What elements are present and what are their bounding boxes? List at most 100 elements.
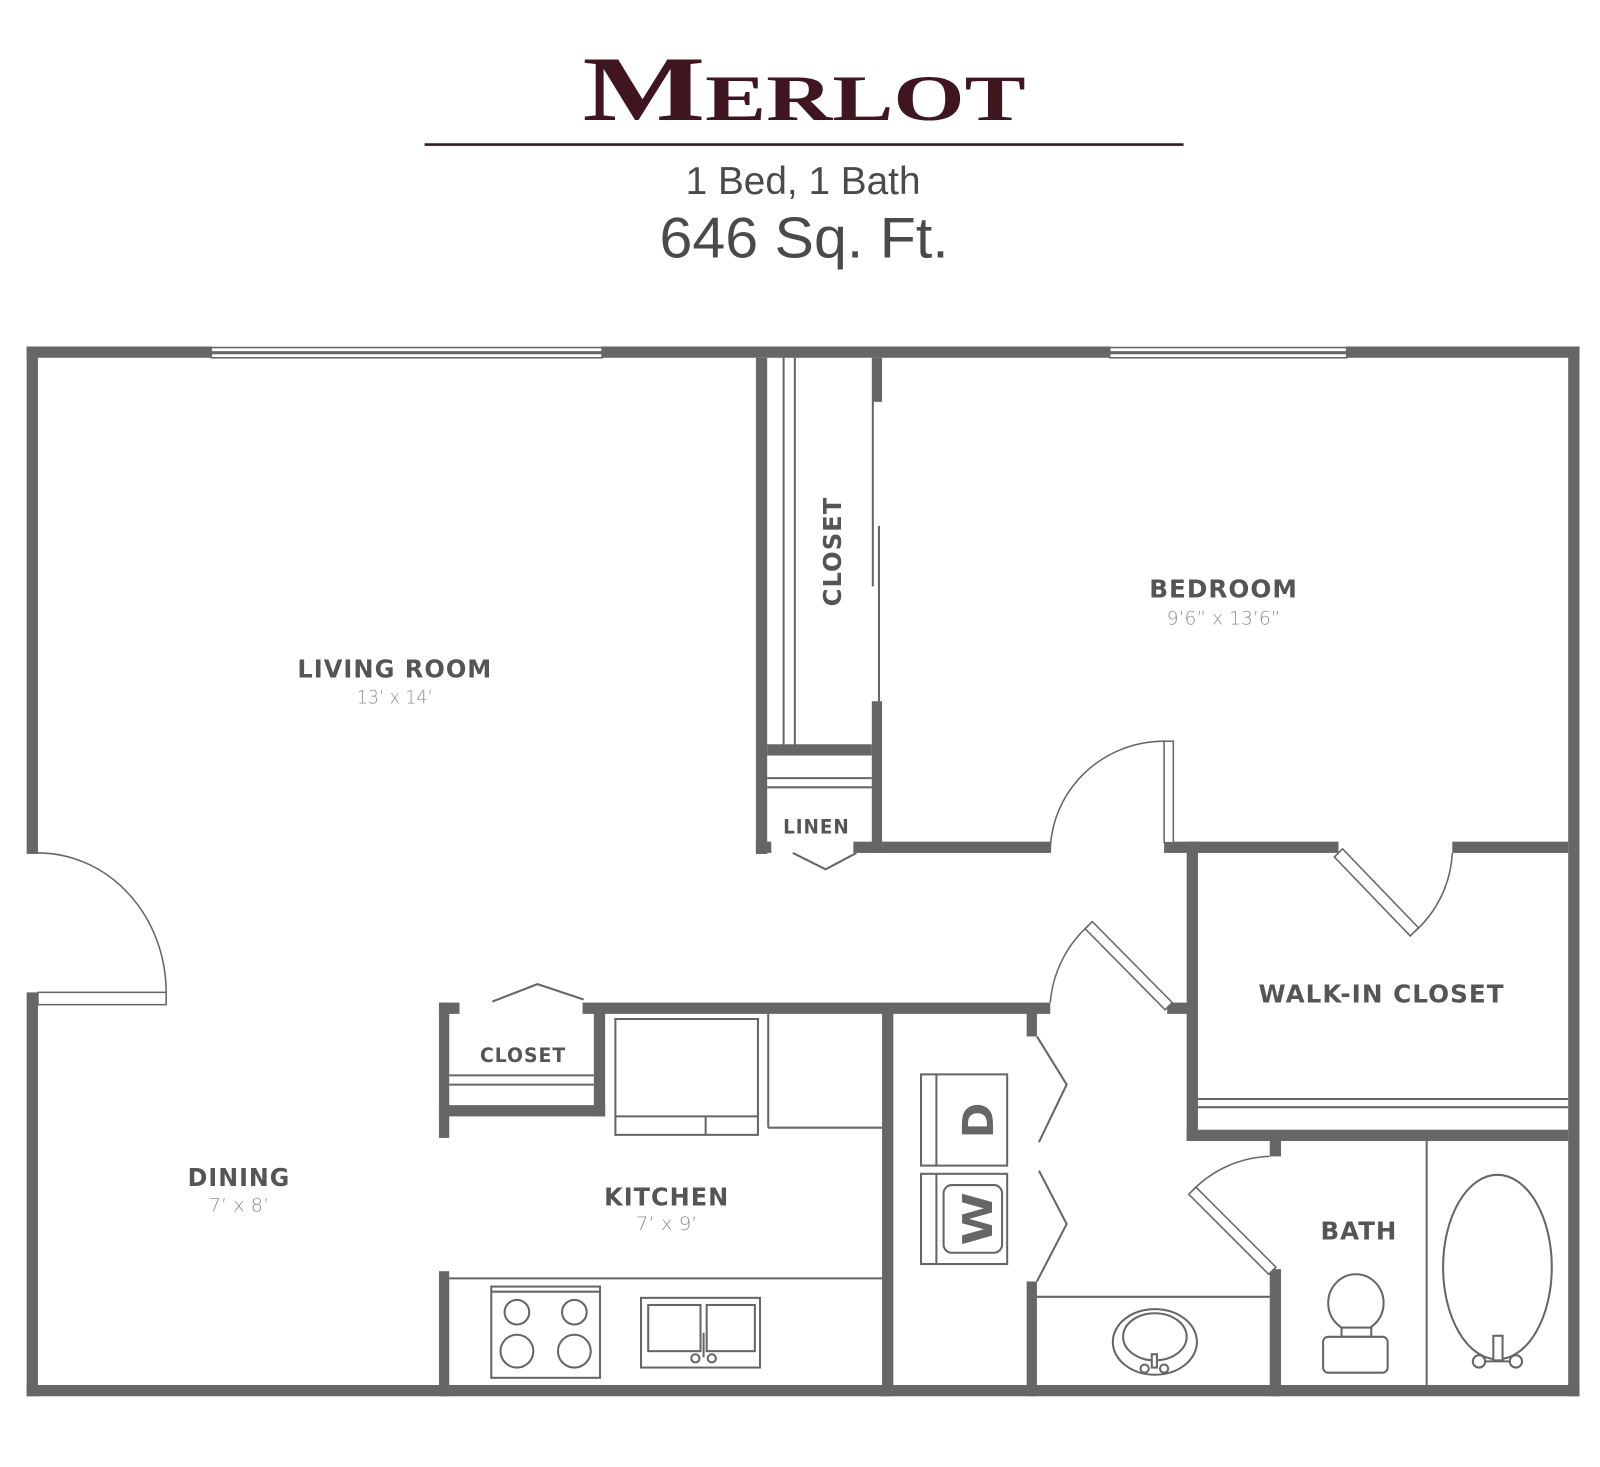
kitchen: KITCHEN 7’ x 9’ bbox=[449, 1013, 883, 1379]
kitchen-label: KITCHEN bbox=[604, 1183, 729, 1212]
laundry-bifold-doors[interactable] bbox=[1036, 1035, 1068, 1282]
kitchen-closet-bifold-door[interactable] bbox=[491, 983, 584, 1003]
plan-title: Merlot bbox=[583, 38, 1026, 140]
tub-faucet-handle bbox=[1508, 1354, 1524, 1369]
door-leaf[interactable] bbox=[37, 991, 167, 1006]
living-room-dimensions: 13’ x 14’ bbox=[357, 687, 433, 708]
tub-faucet-handle bbox=[1471, 1354, 1487, 1369]
toilet-bowl bbox=[1327, 1273, 1385, 1333]
toilet-neck bbox=[1340, 1326, 1373, 1338]
door-swing-arc bbox=[1049, 925, 1089, 1003]
faucet-handle bbox=[690, 1353, 701, 1364]
hallway-door[interactable] bbox=[1049, 920, 1174, 1011]
bedroom-closet-label: CLOSET bbox=[818, 497, 847, 607]
refrigerator bbox=[614, 1017, 759, 1136]
hall-door-right-stub bbox=[1167, 1002, 1188, 1014]
closet-linen-divider bbox=[767, 744, 872, 756]
dryer: D bbox=[919, 1073, 1009, 1167]
door-leaf[interactable] bbox=[1163, 740, 1175, 844]
tub-faucet-icon bbox=[1492, 1334, 1504, 1362]
linen-bifold-door[interactable] bbox=[792, 852, 857, 871]
interior-walls bbox=[438, 357, 1569, 1397]
bedroom-closet: CLOSET bbox=[782, 357, 880, 746]
closet-left-wall bbox=[755, 357, 768, 854]
bedroom-window bbox=[1108, 346, 1348, 359]
wall-left-lower bbox=[26, 992, 38, 1397]
toilet-tank bbox=[1322, 1335, 1389, 1374]
bedroom-wall-right bbox=[1452, 841, 1569, 853]
kitchen-closet-label: CLOSET bbox=[480, 1044, 566, 1067]
washer: W bbox=[919, 1172, 1009, 1266]
kitchen-dimensions: 7’ x 9’ bbox=[636, 1214, 698, 1235]
bath-label: BATH bbox=[1321, 1216, 1398, 1245]
kitchen-sink bbox=[639, 1296, 762, 1369]
door-swing-arc bbox=[1049, 740, 1165, 853]
door-leaf[interactable] bbox=[1187, 1186, 1277, 1276]
door-leaf[interactable] bbox=[1333, 847, 1420, 938]
burner-icon bbox=[499, 1333, 535, 1369]
bedroom: BEDROOM 9’6” x 13’6” bbox=[1149, 575, 1298, 630]
door-leaf[interactable] bbox=[1084, 920, 1174, 1011]
dryer-icon: D bbox=[954, 1103, 1004, 1139]
faucet-handle bbox=[1158, 1363, 1170, 1374]
faucet-handle bbox=[1139, 1363, 1150, 1374]
refrigerator-body bbox=[614, 1017, 759, 1136]
wall-top-left bbox=[26, 346, 213, 358]
toilet-icon bbox=[1322, 1273, 1389, 1374]
kitchen-closet: CLOSET bbox=[449, 983, 594, 1086]
bathtub-icon bbox=[1442, 1173, 1553, 1361]
bath-left-wall-top bbox=[1269, 1137, 1282, 1157]
walk-in-closet-bottom-wall bbox=[1186, 1129, 1569, 1141]
kitchen-closet-left-wall bbox=[438, 1002, 450, 1138]
upper-cabinet bbox=[767, 1013, 883, 1129]
kitchen-top-wall bbox=[582, 1002, 1051, 1014]
door-swing-arc bbox=[37, 852, 167, 993]
kitchen-laundry-wall bbox=[882, 1009, 894, 1397]
sink-basin-right bbox=[705, 1304, 756, 1353]
wall-left-upper bbox=[26, 346, 38, 854]
wall-top-middle bbox=[601, 346, 1111, 358]
kitchen-closet-right-wall bbox=[593, 1009, 606, 1117]
kitchen-lower-left-stub bbox=[438, 1271, 450, 1397]
laundry-right-wall-top bbox=[1026, 1009, 1037, 1037]
walk-in-closet-left-wall bbox=[1186, 841, 1198, 1141]
washer-icon: W bbox=[954, 1192, 1002, 1245]
dining: DINING 7’ x 8’ bbox=[188, 1163, 290, 1217]
bedroom-label: BEDROOM bbox=[1149, 575, 1298, 604]
burner-icon bbox=[556, 1333, 592, 1369]
linen-label: LINEN bbox=[783, 815, 850, 838]
dining-dimensions: 7’ x 8’ bbox=[209, 1196, 270, 1217]
washer-lid bbox=[942, 1184, 1004, 1254]
bifold-door-upper[interactable] bbox=[1036, 1035, 1068, 1143]
walk-in-closet: WALK-IN CLOSET bbox=[1197, 980, 1569, 1109]
bifold-door-lower[interactable] bbox=[1036, 1170, 1068, 1282]
kitchen-closet-bottom-wall bbox=[438, 1105, 606, 1117]
front-door[interactable] bbox=[37, 852, 167, 1006]
wall-bottom bbox=[26, 1384, 1580, 1397]
faucet-icon bbox=[1150, 1353, 1158, 1369]
walk-in-closet-label: WALK-IN CLOSET bbox=[1258, 980, 1504, 1009]
header: Merlot 1 Bed, 1 Bath 646 Sq. Ft. bbox=[424, 38, 1184, 270]
wall-right bbox=[1568, 346, 1580, 1397]
living-room: LIVING ROOM 13’ x 14’ bbox=[297, 655, 492, 709]
sink-basin-left bbox=[647, 1304, 702, 1353]
outer-walls bbox=[26, 346, 1580, 1397]
wall-top-right bbox=[1345, 346, 1580, 358]
living-room-window bbox=[210, 346, 603, 359]
laundry-right-wall-bottom bbox=[1026, 1281, 1037, 1397]
walk-in-closet-door[interactable] bbox=[1333, 847, 1454, 938]
burner-icon bbox=[503, 1298, 531, 1326]
linen-closet: LINEN bbox=[767, 777, 872, 871]
burner-icon bbox=[561, 1298, 588, 1326]
stove bbox=[490, 1285, 602, 1379]
living-room-label: LIVING ROOM bbox=[297, 655, 492, 684]
bath-door[interactable] bbox=[1187, 1155, 1277, 1276]
closet-right-wall-top bbox=[871, 357, 883, 402]
door-swing-arc bbox=[1192, 1155, 1270, 1191]
beds-baths: 1 Bed, 1 Bath bbox=[686, 160, 921, 203]
bedroom-wall-middle bbox=[1164, 841, 1339, 853]
bath: BATH bbox=[1321, 1141, 1553, 1385]
linen-bottom-stub bbox=[755, 841, 772, 853]
bedroom-door[interactable] bbox=[1049, 740, 1175, 853]
